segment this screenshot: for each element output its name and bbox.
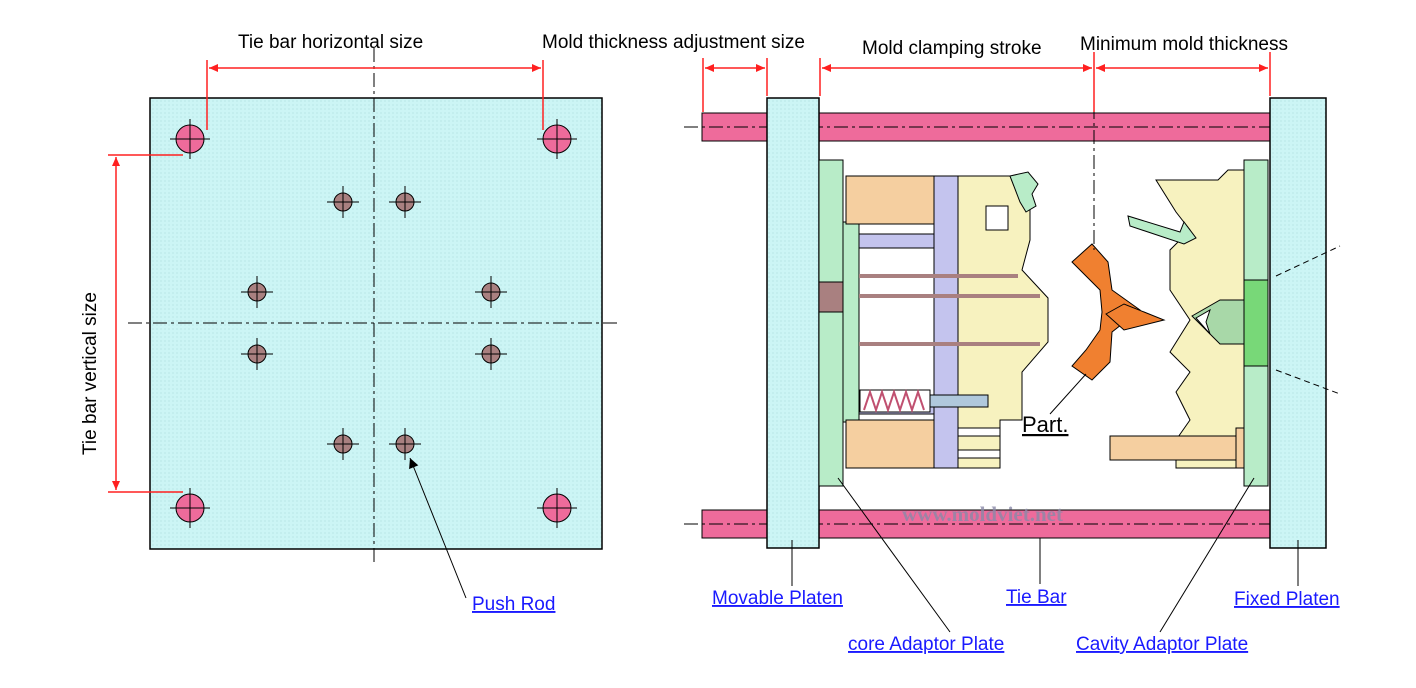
machine-side-view: Mold thickness adjustment size Mold clam… (542, 32, 1341, 655)
movable-platen-link[interactable]: Movable Platen (712, 588, 843, 609)
nozzle-outline (1275, 245, 1341, 395)
mold-clamping-stroke-label: Mold clamping stroke (862, 38, 1042, 59)
core-adaptor-plate-link[interactable]: core Adaptor Plate (848, 634, 1004, 655)
watermark: www.moldviet.net (902, 502, 1063, 526)
push-rod-hole (241, 276, 273, 308)
platen-front-view: Tie bar horizontal size Tie bar vertical… (80, 32, 618, 615)
mold-thickness-adjustment-size-label: Mold thickness adjustment size (542, 32, 805, 53)
push-rod-hole (389, 186, 421, 218)
movable-platen (766, 97, 820, 549)
push-rod-hole (327, 186, 359, 218)
tie-bar-hole-top-left (170, 119, 210, 159)
side-view-dimensions (702, 52, 1271, 112)
fixed-platen-link[interactable]: Fixed Platen (1234, 589, 1340, 610)
push-rod-hole (475, 338, 507, 370)
push-rod-hole (327, 428, 359, 460)
molded-part (1071, 243, 1141, 381)
push-rod-link[interactable]: Push Rod (472, 594, 555, 615)
part-leader (1049, 373, 1087, 415)
cavity-adaptor-plate-leader (1159, 477, 1255, 633)
tie-bar-horizontal-size-label: Tie bar horizontal size (238, 32, 423, 53)
tie-bar-hole-bottom-right (537, 488, 577, 528)
push-rod-hole (241, 338, 273, 370)
tie-bar-horizontal-dimension (206, 60, 544, 130)
locating-block (818, 281, 844, 313)
tie-bar-vertical-dimension (108, 154, 183, 493)
tie-bar-link[interactable]: Tie Bar (1006, 587, 1067, 608)
tie-bar-hole-top-right (537, 119, 577, 159)
core-side-mold (842, 171, 1049, 469)
push-rod-leader (409, 457, 467, 599)
push-rod-hole (475, 276, 507, 308)
tie-bar-hole-bottom-left (170, 488, 210, 528)
push-rod-holes (241, 186, 507, 460)
sprue (1105, 303, 1166, 331)
cavity-adaptor-plate-link[interactable]: Cavity Adaptor Plate (1076, 634, 1248, 655)
push-rod-hole (389, 428, 421, 460)
fixed-platen (1269, 97, 1327, 549)
core-adaptor-plate (818, 159, 844, 487)
core-adaptor-plate-leader (837, 477, 951, 633)
part-label: Part. (1022, 412, 1068, 437)
platen-face (149, 97, 603, 550)
minimum-mold-thickness-label: Minimum mold thickness (1080, 34, 1288, 55)
cavity-side-mold (1109, 169, 1247, 469)
locating-ring (1243, 279, 1269, 367)
tie-bar-vertical-size-label: Tie bar vertical size (80, 292, 101, 455)
